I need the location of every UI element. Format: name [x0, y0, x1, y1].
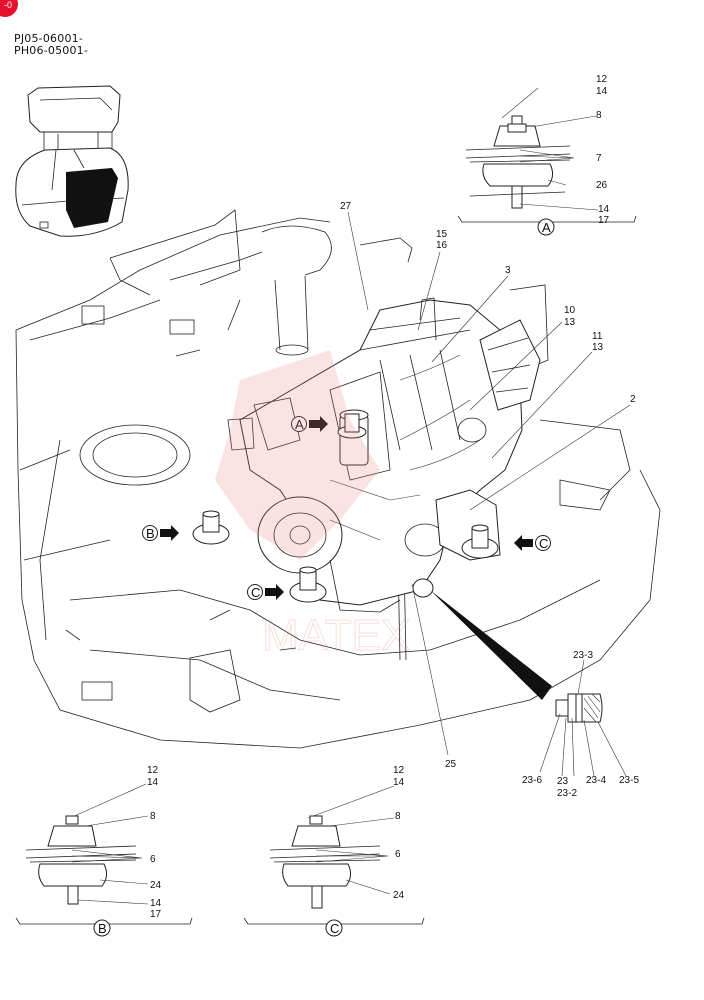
detail-23-label-23-3: 23-3: [573, 650, 593, 661]
detail-view-a: A 12 14 8 7 26 14 17: [457, 74, 637, 236]
detail-a-label-12: 12: [596, 74, 608, 85]
watermark: MATEX: [215, 350, 411, 661]
detail-a-letter: A: [542, 220, 551, 235]
detail-c-label-6: 6: [395, 849, 401, 860]
detail-b-label-17: 17: [150, 909, 162, 920]
part-label-15: 15: [436, 229, 448, 240]
part-label-3: 3: [505, 265, 511, 276]
detail-a-label-8: 8: [596, 110, 602, 121]
detail-23-label-23-2: 23-2: [557, 788, 577, 799]
part-label-16: 16: [436, 240, 448, 251]
upper-frame: [15, 209, 661, 749]
detail-a-label-14b: 14: [598, 204, 610, 215]
detail-a-label-26: 26: [596, 180, 608, 191]
part-label-13-lower: 13: [592, 342, 604, 353]
callout-a-letter: A: [295, 417, 304, 432]
detail-23-label-23-6: 23-6: [522, 775, 542, 786]
badge-text: -0: [4, 0, 12, 10]
machine-thumbnail: [15, 85, 129, 237]
detail-23-label-23-4: 23-4: [586, 775, 606, 786]
corner-badge: -0: [0, 0, 18, 17]
detail-b-label-24: 24: [150, 880, 162, 891]
detail-a-label-14: 14: [596, 86, 608, 97]
detail-c-label-14: 14: [393, 777, 405, 788]
part-label-27: 27: [340, 201, 352, 212]
mount-rear-upper: [337, 413, 367, 439]
mount-front-right: [461, 524, 499, 559]
watermark-text: MATEX: [262, 611, 410, 660]
detail-c-label-8: 8: [395, 811, 401, 822]
callout-c-right: C: [514, 535, 551, 551]
main-labels: 27 15 16 3 10 13 11 13 2 25: [340, 201, 636, 770]
detail-b-label-8: 8: [150, 811, 156, 822]
mount-front-left: [289, 566, 327, 603]
detail-a-label-7: 7: [596, 153, 602, 164]
part-label-25: 25: [445, 759, 457, 770]
callout-c-right-letter: C: [539, 536, 548, 551]
callout-b: B: [142, 525, 179, 541]
part-label-2: 2: [630, 394, 636, 405]
detail-23-label-23: 23: [557, 776, 569, 787]
detail-b-label-6: 6: [150, 854, 156, 865]
serial-range-1: PJ05-06001-: [14, 32, 84, 45]
mount-rear-left: [192, 510, 230, 545]
part-label-13-upper: 13: [564, 317, 576, 328]
detail-view-b: B 12 14 8 6 24 14 17: [15, 765, 193, 937]
detail-c-label-12: 12: [393, 765, 405, 776]
detail-c-letter: C: [330, 921, 339, 936]
callout-c-left-letter: C: [251, 585, 260, 600]
detail-b-label-14b: 14: [150, 898, 162, 909]
serial-range-2: PH06-05001-: [14, 44, 89, 57]
detail-a-label-17: 17: [598, 215, 610, 226]
callout-b-letter: B: [146, 526, 155, 541]
detail-c-label-24: 24: [393, 890, 405, 901]
part-label-10: 10: [564, 305, 576, 316]
detail-23-label-23-5: 23-5: [619, 775, 639, 786]
detail-oil-filter: 23-3 23-6 23 23-2 23-4 23-5: [522, 650, 639, 799]
detail-b-label-14: 14: [147, 777, 159, 788]
detail-view-c: C 12 14 8 6 24: [243, 765, 425, 937]
main-leaders: [347, 211, 631, 756]
callout-c-left: C: [247, 584, 284, 600]
callout-a: A: [291, 416, 328, 432]
detail-b-label-12: 12: [147, 765, 159, 776]
detail-b-letter: B: [98, 921, 107, 936]
part-label-11: 11: [592, 331, 603, 342]
